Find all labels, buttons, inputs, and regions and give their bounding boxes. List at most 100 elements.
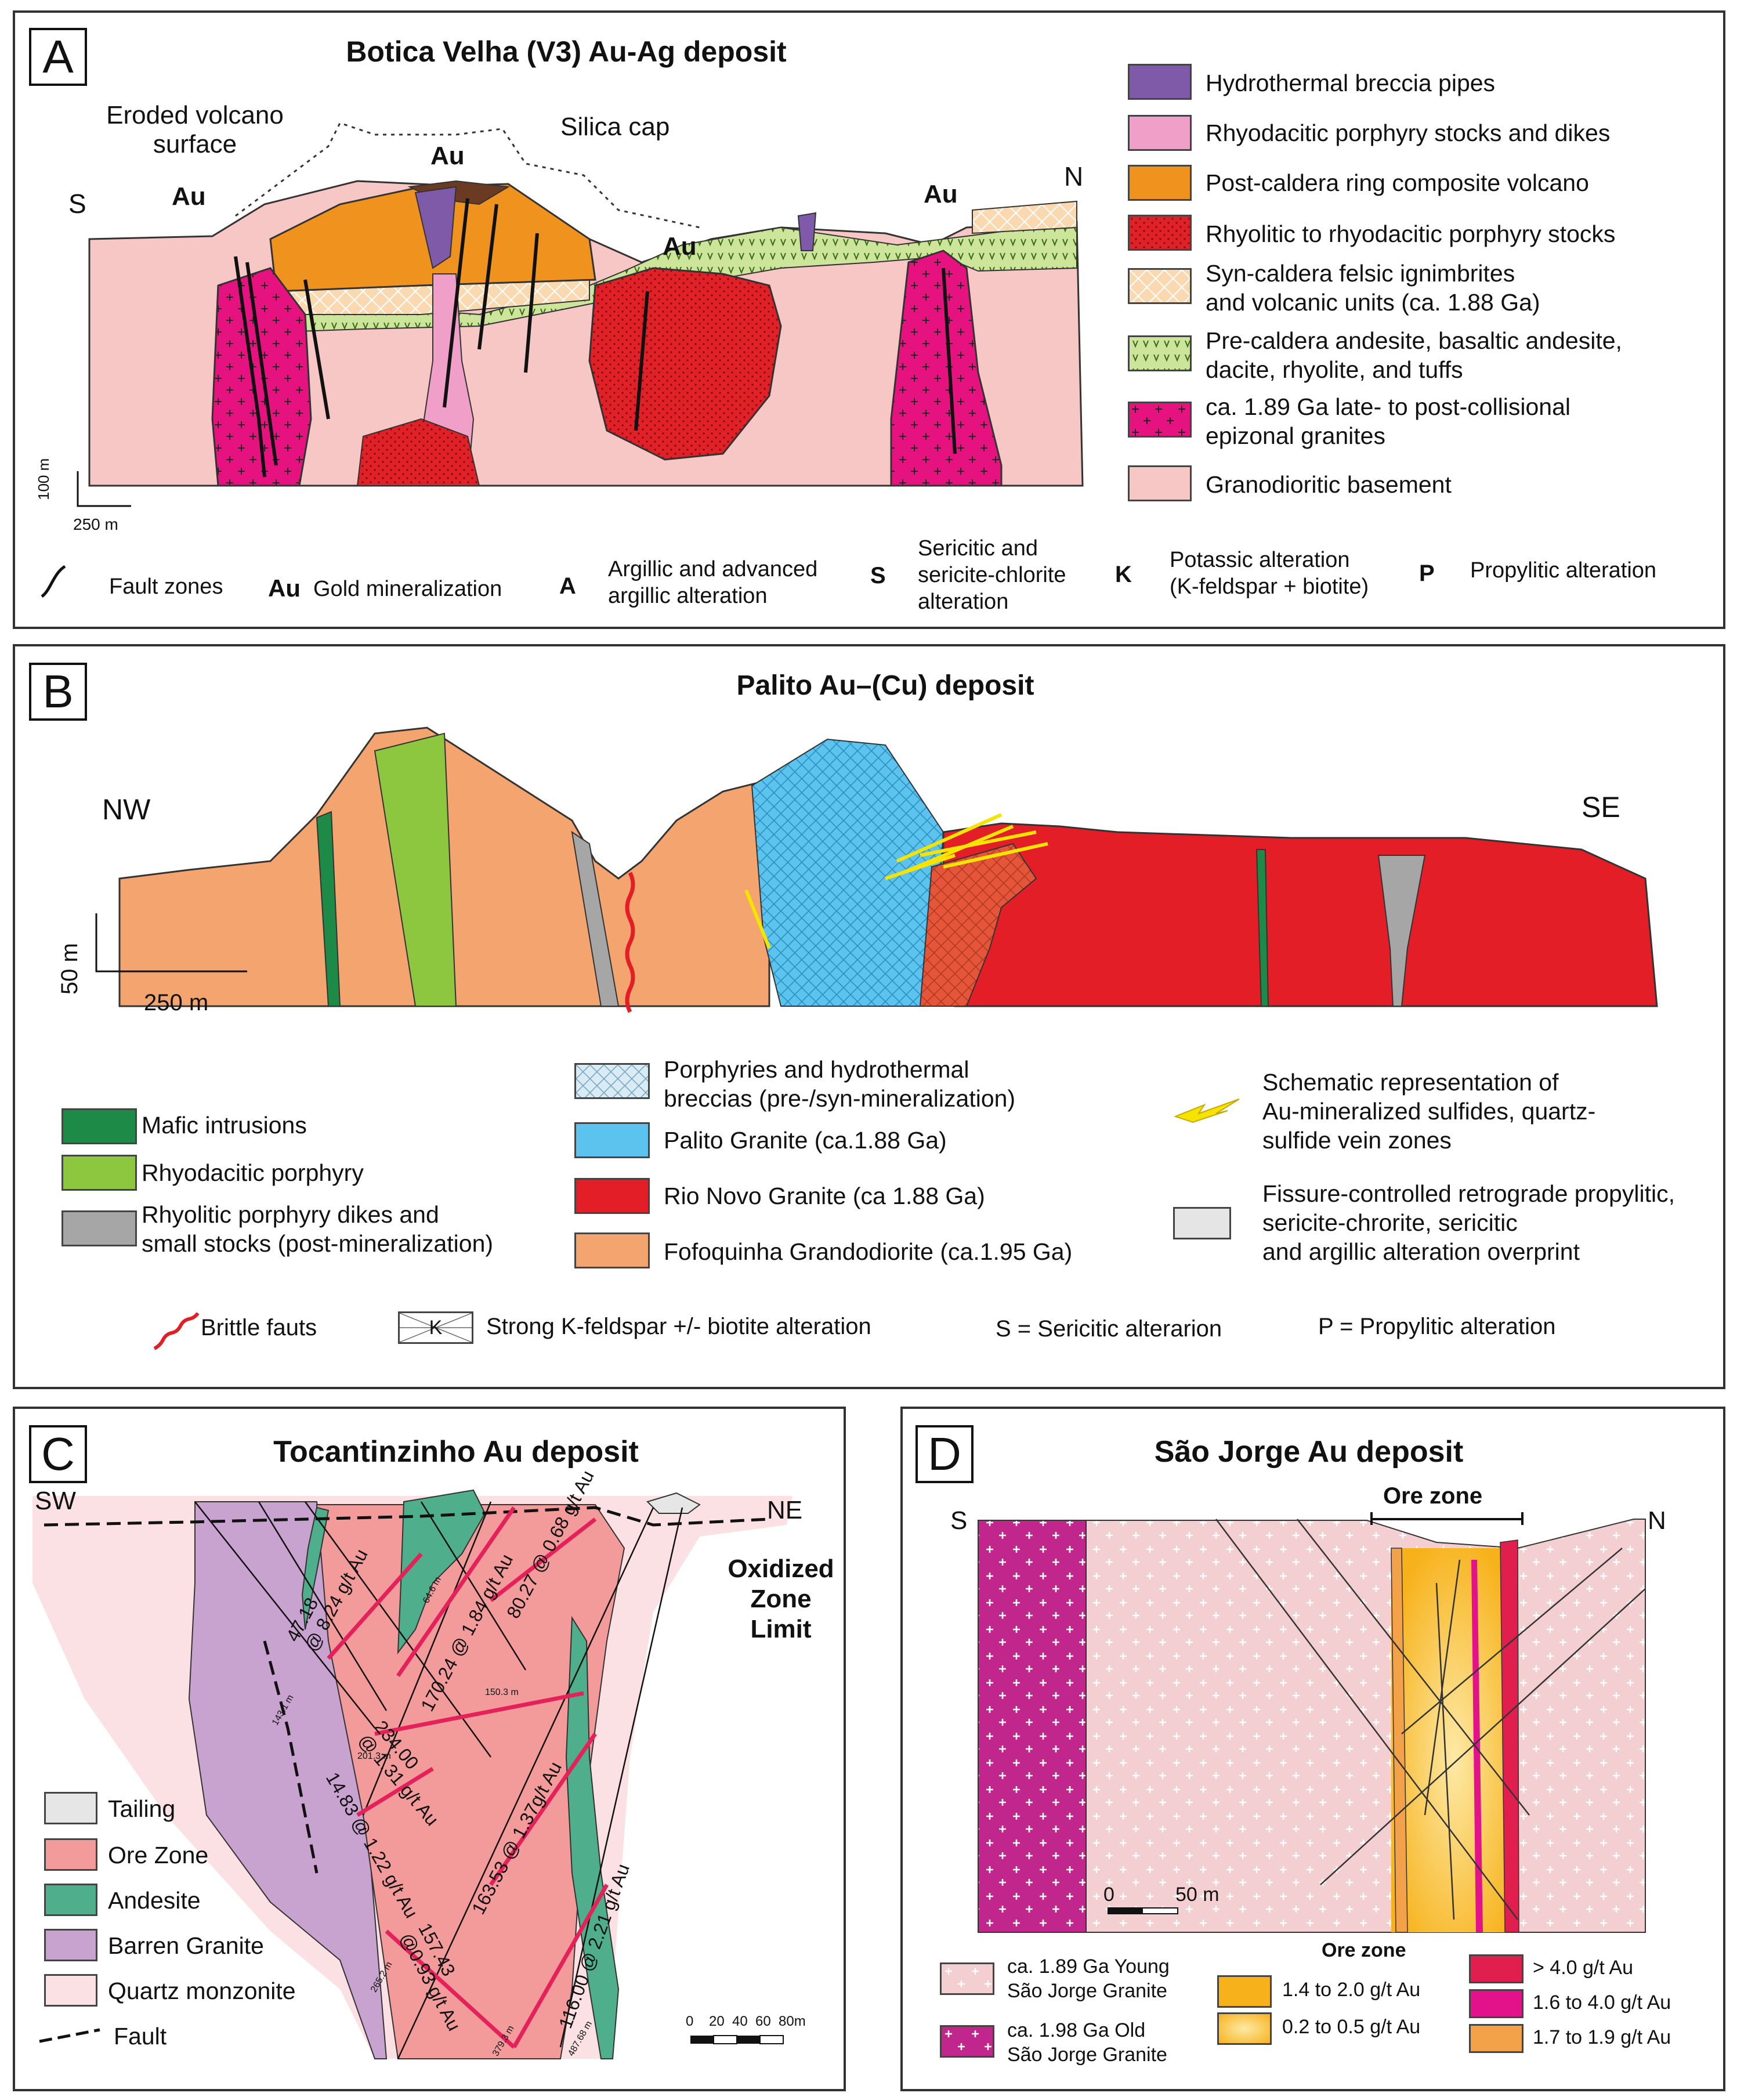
- legend-swatch-tailing: [44, 1792, 97, 1824]
- silica-cap-label: Silica cap: [560, 113, 670, 141]
- a-symbol: A: [559, 573, 576, 599]
- ne-label: NE: [767, 1496, 803, 1524]
- legend-swatch-ore-zone: [44, 1838, 97, 1871]
- fault-legend-symbol: [39, 2028, 100, 2043]
- legend-swatch-gt4: [1469, 1954, 1524, 1983]
- scale-h-label: 250 m: [144, 990, 209, 1015]
- mafic-intrusion-right: [1255, 849, 1269, 1007]
- panel-c: C Tocantinzinho Au deposit SW NE Oxidize…: [13, 1407, 846, 2091]
- legend-swatch-16-40: [1469, 1989, 1524, 2018]
- legend-swatch-rhyolitic: [1128, 215, 1192, 251]
- s-label: S: [950, 1506, 968, 1535]
- andesite-center: [397, 1489, 486, 1655]
- sulfide-veins: [744, 813, 1048, 949]
- legend-swatch-basement: [1128, 465, 1192, 501]
- legend-swatch-breccia: [1128, 64, 1192, 100]
- legend-label: Porphyries and hydrothermal breccias (pr…: [664, 1056, 1016, 1112]
- brittle-fault-symbol: [153, 1312, 200, 1350]
- legend-title: Ore zone: [1322, 1939, 1406, 1961]
- scale-tick: 0: [686, 2014, 694, 2029]
- legend-label: Rhyolitic porphyry dikes and small stock…: [142, 1201, 494, 1257]
- north-label: N: [1064, 161, 1084, 191]
- p-symbol: P: [1419, 561, 1435, 586]
- scale-tick: 40: [732, 2014, 748, 2029]
- panel-label: B: [29, 663, 87, 721]
- fault-legend-label: Fault: [114, 2023, 167, 2050]
- depth-label: 201.3 m: [357, 1751, 391, 1761]
- scale-v-label: 100 m: [35, 458, 52, 500]
- breccia-pipe-right: [797, 212, 817, 251]
- young-sj-granite: [1085, 1519, 1646, 1933]
- breccia-pipe: [414, 186, 457, 269]
- p-legend-label: Propylitic alteration: [1470, 558, 1657, 583]
- se-label: SE: [1582, 791, 1620, 823]
- legend-label: Tailing: [108, 1795, 176, 1822]
- legend-label: Quartz monzonite: [108, 1978, 296, 2004]
- fault-label: Fault zones: [109, 574, 223, 599]
- depth-label: 150.3 m: [485, 1687, 519, 1697]
- eroded-label: Eroded volcano surface: [106, 101, 284, 158]
- epizonal-granite-left: [211, 267, 312, 487]
- legend-label: ca. 1.89 Ga late- to post-collisional ep…: [1206, 393, 1570, 449]
- kspar-swatch: K: [398, 1311, 473, 1344]
- k-symbol: K: [1115, 562, 1132, 587]
- legend-swatch-syn-caldera: [1128, 268, 1192, 304]
- legend-label: Andesite: [108, 1887, 201, 1914]
- n-label: N: [1648, 1506, 1666, 1535]
- au-symbol: Au: [268, 574, 301, 602]
- legend-swatch-rhyolitic: [61, 1210, 137, 1246]
- legend-swatch-quartz-monzonite: [44, 1974, 97, 2007]
- panel-title: Palito Au–(Cu) deposit: [736, 670, 1034, 701]
- legend-label: Fissure-controlled retrograde propylitic…: [1262, 1180, 1675, 1265]
- fault-symbol: [41, 565, 66, 598]
- sw-label: SW: [35, 1487, 76, 1515]
- legend-label: Mafic intrusions: [142, 1112, 307, 1138]
- legend-swatch-ring: [1128, 165, 1192, 201]
- legend-young: ca. 1.89 Ga Young São Jorge Granite: [1007, 1956, 1170, 2002]
- scale-tick: 60: [755, 2014, 771, 2029]
- panel-b: B Palito Au–(Cu) deposit NW SE 50 m 250 …: [13, 644, 1725, 1389]
- scale-tick: 80m: [779, 2014, 806, 2029]
- scale-50: 50 m: [1175, 1884, 1219, 1906]
- fault-c: [263, 1640, 319, 1874]
- legend-grade: > 4.0 g/t Au: [1533, 1957, 1633, 1979]
- andesite-left: [301, 1506, 330, 1630]
- legend-swatch-02-05: [1217, 2012, 1272, 2045]
- panel-title: Tocantinzinho Au deposit: [273, 1435, 639, 1469]
- south-label: S: [68, 189, 86, 219]
- legend-swatch-porphyries: [574, 1063, 650, 1099]
- legend-label: Hydrothermal breccia pipes: [1206, 70, 1496, 96]
- s-symbol: S: [870, 563, 886, 588]
- panel-title: Botica Velha (V3) Au-Ag deposit: [346, 35, 787, 68]
- brittle-label: Brittle fauts: [201, 1315, 317, 1340]
- k-legend-label: Potassic alteration (K-feldspar + biotit…: [1170, 548, 1369, 599]
- ore-zone-label: Ore zone: [1383, 1483, 1483, 1509]
- brittle-fault: [625, 872, 635, 1013]
- rhyolitic-dike-right: [1377, 855, 1426, 1007]
- legend-label: Rhyodacitic porphyry: [142, 1159, 364, 1186]
- legend-swatch-14-20: [1217, 1975, 1272, 2008]
- sericitic-label: S = Sericitic alterarion: [996, 1316, 1222, 1342]
- rhyolitic-stock: [356, 418, 480, 486]
- rio-novo-granite: [942, 822, 1658, 1007]
- legend-label: Rhyolitic to rhyodacitic porphyry stocks: [1206, 221, 1616, 247]
- oxidized-label: Oxidized Zone Limit: [728, 1555, 834, 1643]
- panel-title: São Jorge Au deposit: [1154, 1435, 1464, 1469]
- ore-zone-bracket: [1370, 1512, 1524, 1525]
- palito-granite: [751, 738, 945, 1007]
- au-label-2: Au: [430, 142, 465, 170]
- kspar-symbol: K: [429, 1317, 443, 1339]
- legend-swatch-rio-novo: [574, 1178, 650, 1214]
- oxidized-line: [44, 1506, 770, 1527]
- vein-symbol: [1174, 1098, 1240, 1123]
- legend-grade: 1.4 to 2.0 g/t Au: [1282, 1979, 1421, 2001]
- legend-swatch-fofoquinha: [574, 1232, 650, 1268]
- legend-label: Barren Granite: [108, 1932, 264, 1959]
- legend-label: Pre-caldera andesite, basaltic andesite,…: [1206, 327, 1622, 383]
- andesite-right: [565, 1615, 620, 2059]
- old-sj-granite: [978, 1520, 1087, 1933]
- panel-label: D: [915, 1425, 974, 1483]
- scale-v-label: 50 m: [57, 943, 82, 995]
- grade-16-40: [1471, 1560, 1483, 1932]
- legend-swatch-young: [940, 1962, 994, 1995]
